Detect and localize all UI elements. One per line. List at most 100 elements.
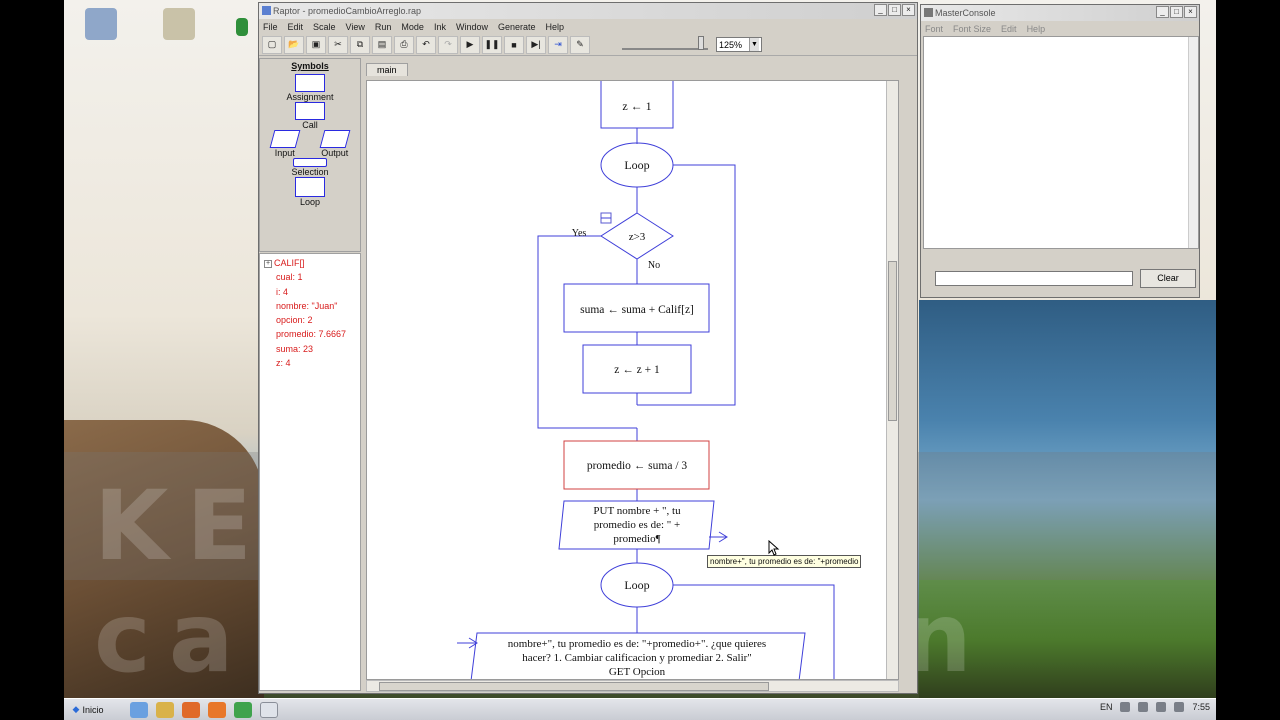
close-button[interactable]: × <box>902 4 915 16</box>
open-file-button[interactable]: 📂 <box>284 35 304 54</box>
explorer-icon[interactable] <box>156 701 174 718</box>
console-scrollbar[interactable] <box>1188 37 1198 248</box>
console-maximize-button[interactable]: □ <box>1170 6 1183 18</box>
desktop-icon-shortcut[interactable] <box>144 8 214 42</box>
console-menu-help[interactable]: Help <box>1026 23 1046 34</box>
console-menu-edit[interactable]: Edit <box>1001 23 1017 34</box>
raptor-toolbar: ▢ 📂 ▣ ✂ ⧉ ▤ ⎙ ↶ ↷ ▶ ❚❚ ■ ▶| ⇥ ✎ 125% ▼ <box>259 34 917 56</box>
raptor-titlebar[interactable]: Raptor - promedioCambioArreglo.rap _ □ × <box>259 3 917 19</box>
no-label: No <box>648 260 660 271</box>
zoom-value: 125% <box>719 39 743 50</box>
console-titlebar[interactable]: MasterConsole _ □ × <box>921 5 1199 21</box>
console-menu-font-size[interactable]: Font Size <box>953 23 992 34</box>
undo-button[interactable]: ↶ <box>416 35 436 54</box>
symbol-output[interactable]: Output <box>319 130 351 158</box>
tooltip: nombre+", tu promedio es de: "+promedio <box>707 555 862 568</box>
input-icon <box>269 130 301 148</box>
clear-button[interactable]: Clear <box>1140 269 1196 288</box>
maximize-button[interactable]: □ <box>888 4 901 16</box>
menu-window[interactable]: Window <box>455 21 488 32</box>
console-menubar: Font Font Size Edit Help <box>921 21 1199 36</box>
menu-generate[interactable]: Generate <box>497 21 536 32</box>
menu-mode[interactable]: Mode <box>401 21 424 32</box>
redo-button[interactable]: ↷ <box>438 35 458 54</box>
menu-run[interactable]: Run <box>374 21 392 32</box>
put-text-line: PUT nombre + ", tu <box>593 505 681 517</box>
zoom-select[interactable]: 125% ▼ <box>716 37 762 52</box>
variable-item: promedio: 7.6667 <box>276 329 347 340</box>
canvas-horizontal-scrollbar[interactable] <box>366 680 899 692</box>
flag-icon[interactable] <box>1120 702 1131 712</box>
raptor-app-icon <box>262 6 271 15</box>
copy-button[interactable]: ⧉ <box>350 35 370 54</box>
canvas-vertical-scrollbar[interactable] <box>886 81 898 679</box>
language-indicator[interactable]: EN <box>1099 702 1113 712</box>
network-icon[interactable] <box>1138 702 1149 712</box>
speed-slider-thumb[interactable] <box>698 35 704 50</box>
print-button[interactable]: ⎙ <box>394 35 414 54</box>
menu-ink[interactable]: Ink <box>433 21 446 32</box>
symbol-input[interactable]: Input <box>269 130 301 158</box>
step-button[interactable]: ▶| <box>526 35 546 54</box>
symbol-selection[interactable]: Selection <box>260 158 360 177</box>
menu-scale[interactable]: Scale <box>313 21 336 32</box>
vscroll-thumb[interactable] <box>888 261 897 421</box>
flowchart-canvas[interactable]: z ← 1 Loop z>3 Yes No suma ← suma + Cali… <box>366 80 899 680</box>
cut-button[interactable]: ✂ <box>328 35 348 54</box>
console-menu-font[interactable]: Font <box>925 23 944 34</box>
raptor-taskbar-icon[interactable] <box>260 701 278 718</box>
console-input[interactable] <box>935 271 1133 286</box>
loop-icon <box>295 177 325 197</box>
expand-icon[interactable]: + <box>264 259 272 268</box>
menu-help[interactable]: Help <box>545 21 565 32</box>
pause-button[interactable]: ❚❚ <box>482 35 502 54</box>
tab-main[interactable]: main <box>366 63 408 76</box>
symbols-panel: Symbols Assignment Call Input Output Sel… <box>259 58 361 252</box>
variable-root[interactable]: +CALIF[] <box>260 256 360 270</box>
ie-icon[interactable] <box>130 701 148 718</box>
system-tray: EN 7:55 <box>1100 702 1210 712</box>
console-minimize-button[interactable]: _ <box>1156 6 1169 18</box>
speed-slider[interactable] <box>622 35 708 50</box>
symbol-output-label: Output <box>321 148 349 158</box>
symbol-call[interactable]: Call <box>260 102 360 130</box>
save-button[interactable]: ▣ <box>306 35 326 54</box>
menu-view[interactable]: View <box>345 21 365 32</box>
printer-icon: ⎙ <box>400 39 408 49</box>
battery-icon[interactable] <box>1174 702 1185 712</box>
pen-button[interactable]: ✎ <box>570 35 590 54</box>
menu-edit[interactable]: Edit <box>287 21 304 32</box>
firefox-icon[interactable] <box>208 701 226 718</box>
media-player-icon[interactable] <box>182 701 200 718</box>
desktop-icon-recycle-bin[interactable] <box>66 8 136 42</box>
stop-button[interactable]: ■ <box>504 35 524 54</box>
yes-branch-line <box>537 235 637 429</box>
desktop-icon-excel[interactable] <box>234 18 250 38</box>
run-button[interactable]: ▶ <box>460 35 480 54</box>
paste-button[interactable]: ▤ <box>372 35 392 54</box>
output-arrow <box>709 531 728 543</box>
hscroll-thumb[interactable] <box>379 682 769 691</box>
undo-icon: ↶ <box>422 39 430 49</box>
console-close-button[interactable]: × <box>1184 6 1197 18</box>
menu-file[interactable]: File <box>263 21 278 32</box>
step-into-button[interactable]: ⇥ <box>548 35 568 54</box>
console-output[interactable] <box>923 36 1199 249</box>
excel-icon <box>236 18 248 36</box>
console-app-icon <box>924 8 933 17</box>
new-file-button[interactable]: ▢ <box>262 35 282 54</box>
symbol-loop[interactable]: Loop <box>260 177 360 207</box>
volume-icon[interactable] <box>1156 702 1167 712</box>
yes-label: Yes <box>572 228 587 239</box>
clock[interactable]: 7:55 <box>1192 702 1210 712</box>
symbol-assignment[interactable]: Assignment <box>260 74 360 102</box>
folder-icon <box>163 8 195 40</box>
variable-item: cual: 1 <box>276 272 303 283</box>
minimize-button[interactable]: _ <box>874 4 887 16</box>
assignment-icon <box>295 74 325 92</box>
recycle-bin-icon <box>85 8 117 40</box>
chevron-down-icon[interactable]: ▼ <box>749 38 759 51</box>
console-title: MasterConsole <box>935 8 996 18</box>
chrome-icon[interactable] <box>234 701 252 718</box>
start-button[interactable]: ◆ Inicio <box>66 701 110 719</box>
